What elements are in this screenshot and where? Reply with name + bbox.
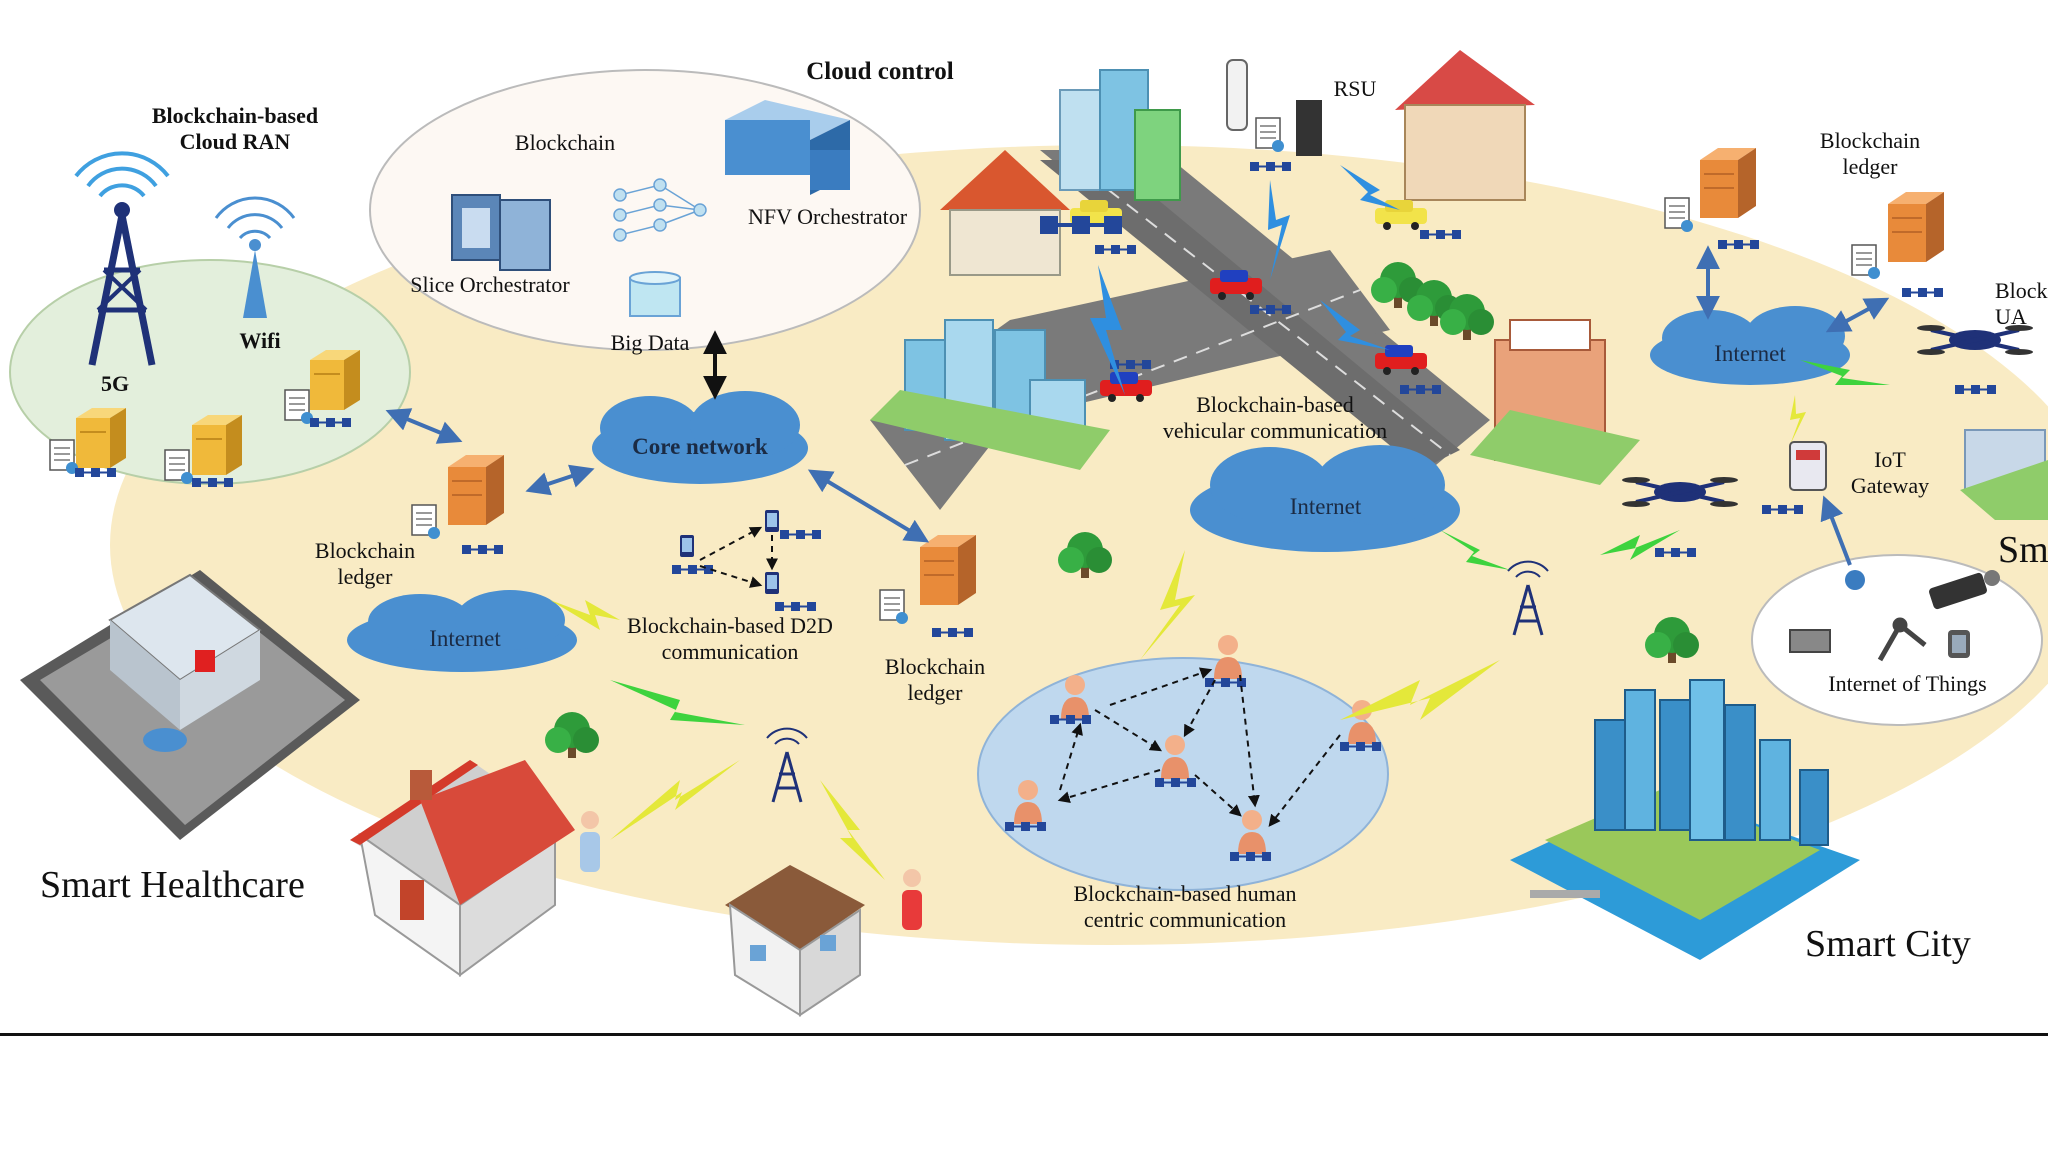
rsu-label: RSU (1333, 76, 1377, 101)
internet-label-center: Internet (1289, 494, 1362, 519)
cloud-control-label: Cloud control (806, 58, 954, 85)
person-icon (1004, 635, 1382, 862)
server-icon (191, 414, 243, 476)
server-icon (309, 349, 361, 411)
iot-gateway-label: IoT Gateway (1850, 447, 1930, 499)
smartwatch-icon (1948, 630, 1970, 658)
nfv-orchestrator-label: NFV Orchestrator (747, 204, 908, 229)
rsu-icon (1226, 59, 1322, 172)
core-network-label: Core network (632, 434, 768, 459)
location-icon (1845, 570, 1865, 590)
cloud-ran-label: Blockchain-based Cloud RAN (151, 103, 319, 155)
lightning-icon (550, 165, 1890, 880)
server-icon (1699, 147, 1757, 219)
hospital-icon (20, 570, 360, 840)
smartphone-icon (671, 510, 822, 612)
wifi-label: Wifi (239, 328, 281, 353)
server-icon (75, 407, 127, 469)
sensor-icon (1789, 629, 1831, 653)
nfv-server-icon (725, 100, 850, 195)
database-icon (629, 271, 681, 317)
wifi-icon (214, 196, 296, 318)
d2d-communication-label: Blockchain-based D2D communication (627, 613, 833, 665)
slice-orchestrator-label: Slice Orchestrator (410, 272, 570, 297)
blockchain-label: Blockchain (514, 130, 616, 155)
house-icon (725, 865, 865, 1017)
cloud-icon (347, 590, 577, 672)
bottom-divider (0, 1033, 2048, 1036)
server-icon (1887, 191, 1945, 263)
internet-label-right: Internet (1714, 341, 1786, 366)
blockchain-ledger-right-label: Blockchain ledger (1819, 128, 1921, 180)
blockchain-chain-icon (1038, 214, 1124, 236)
cloud-icon (1650, 306, 1850, 385)
iot-label: Internet of Things (1828, 671, 1987, 696)
uav-partial-label: Block UA (1995, 278, 2048, 330)
cloud-icon (592, 391, 808, 484)
vehicular-communication-label: Blockchain-based vehicular communication (1162, 392, 1388, 444)
internet-label-left: Internet (429, 626, 501, 651)
partial-building-icon (1960, 429, 2048, 520)
robot-arm-icon (1877, 617, 1927, 662)
server-icon (919, 534, 977, 606)
smart-healthcare-label: Smart Healthcare (40, 864, 305, 906)
camera-icon (1929, 570, 2000, 610)
smart-partial-label: Sm (1998, 529, 2048, 571)
blockchain-ledger-center-label: Blockchain ledger (884, 654, 986, 706)
5g-label: 5G (100, 371, 130, 396)
server-icon (447, 454, 505, 526)
human-centric-communication-label: Blockchain-based human centric communica… (1073, 881, 1297, 933)
person-icon (580, 811, 922, 930)
big-data-label: Big Data (610, 330, 690, 355)
smart-city-label: Smart City (1805, 923, 1971, 965)
slice-server-icon (451, 194, 551, 271)
cell-tower-icon (74, 151, 170, 366)
iot-gateway-icon (1761, 441, 1827, 515)
house-icon (350, 760, 575, 977)
blockchain-ledger-left-label: Blockchain ledger (314, 538, 416, 590)
neural-network-icon (613, 178, 707, 242)
smart-city-icon (1510, 679, 1860, 960)
city-buildings (870, 50, 1640, 485)
cloud-icon (1190, 445, 1460, 552)
